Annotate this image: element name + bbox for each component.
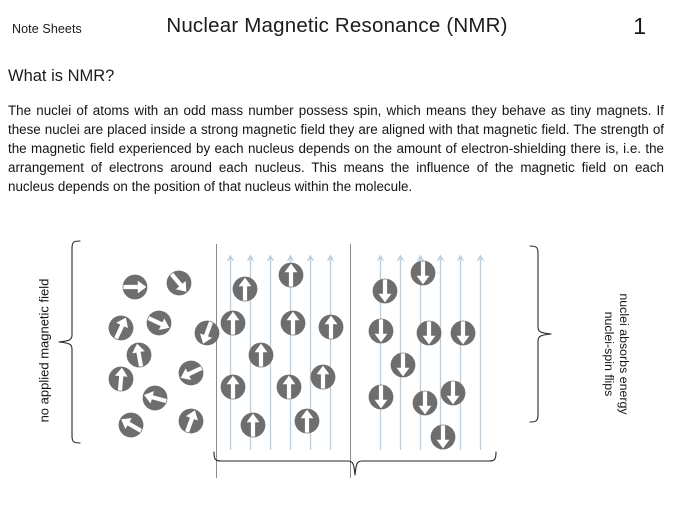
section-heading: What is NMR? [8,67,115,85]
nucleus-spin-icon [294,408,320,434]
nucleus-spin-icon [430,424,456,450]
nucleus-spin-icon [178,360,204,386]
nucleus-spin-icon [278,262,304,288]
page-header: Note Sheets Nuclear Magnetic Resonance (… [0,0,674,48]
panel-random-orientation [104,232,220,505]
nucleus-spin-icon [194,320,220,346]
nucleus-spin-icon [178,408,204,434]
nmr-diagram: no applied magnetic field nuclei absorbs… [0,232,674,505]
nucleus-spin-icon [368,384,394,410]
nucleus-spin-icon [412,390,438,416]
nucleus-spin-icon [146,310,172,336]
nucleus-spin-icon [220,310,246,336]
nucleus-spin-icon [126,342,152,368]
nucleus-spin-icon [416,320,442,346]
page-number: 1 [633,13,646,39]
nucleus-spin-icon [450,320,476,346]
field-arrow [456,254,465,450]
nucleus-spin-icon [410,260,436,286]
field-arrow [226,254,235,450]
field-arrow [326,254,335,450]
nucleus-spin-icon [108,315,134,341]
field-arrow [476,254,485,450]
right-axis-label-line1: nuclei absorbs energy [617,293,631,415]
body-paragraph: The nuclei of atoms with an odd mass num… [8,103,664,195]
nucleus-spin-icon [220,374,246,400]
field-arrow [286,254,295,450]
left-axis-label: no applied magnetic field [36,278,52,423]
nucleus-spin-icon [276,374,302,400]
field-arrow [416,254,425,450]
page-title: Nuclear Magnetic Resonance (NMR) [166,14,508,37]
right-axis-label-line2: nuclei-spin flips [602,311,616,397]
field-arrow [436,254,445,450]
nucleus-spin-icon [118,412,144,438]
note-sheets-label: Note Sheets [12,22,82,36]
nucleus-spin-icon [122,274,148,300]
panel-spin-flipped [368,232,498,505]
panel-aligned-with-field [218,232,348,505]
nucleus-spin-icon [440,380,466,406]
nucleus-spin-icon [108,366,134,392]
nucleus-spin-icon [372,278,398,304]
nucleus-spin-icon [232,276,258,302]
nucleus-spin-icon [142,385,168,411]
nucleus-spin-icon [248,342,274,368]
nucleus-spin-icon [280,310,306,336]
nucleus-spin-icon [318,314,344,340]
right-brace-icon [529,245,552,423]
panel-divider-2 [350,244,351,478]
nucleus-spin-icon [368,318,394,344]
nucleus-spin-icon [166,270,192,296]
nucleus-spin-icon [310,364,336,390]
panel-divider-1 [216,244,217,478]
left-brace-icon [58,240,81,444]
nucleus-spin-icon [240,412,266,438]
nucleus-spin-icon [390,352,416,378]
right-axis-label: nuclei absorbs energy nuclei-spin flips [601,254,631,454]
bottom-brace-icon [213,451,497,476]
